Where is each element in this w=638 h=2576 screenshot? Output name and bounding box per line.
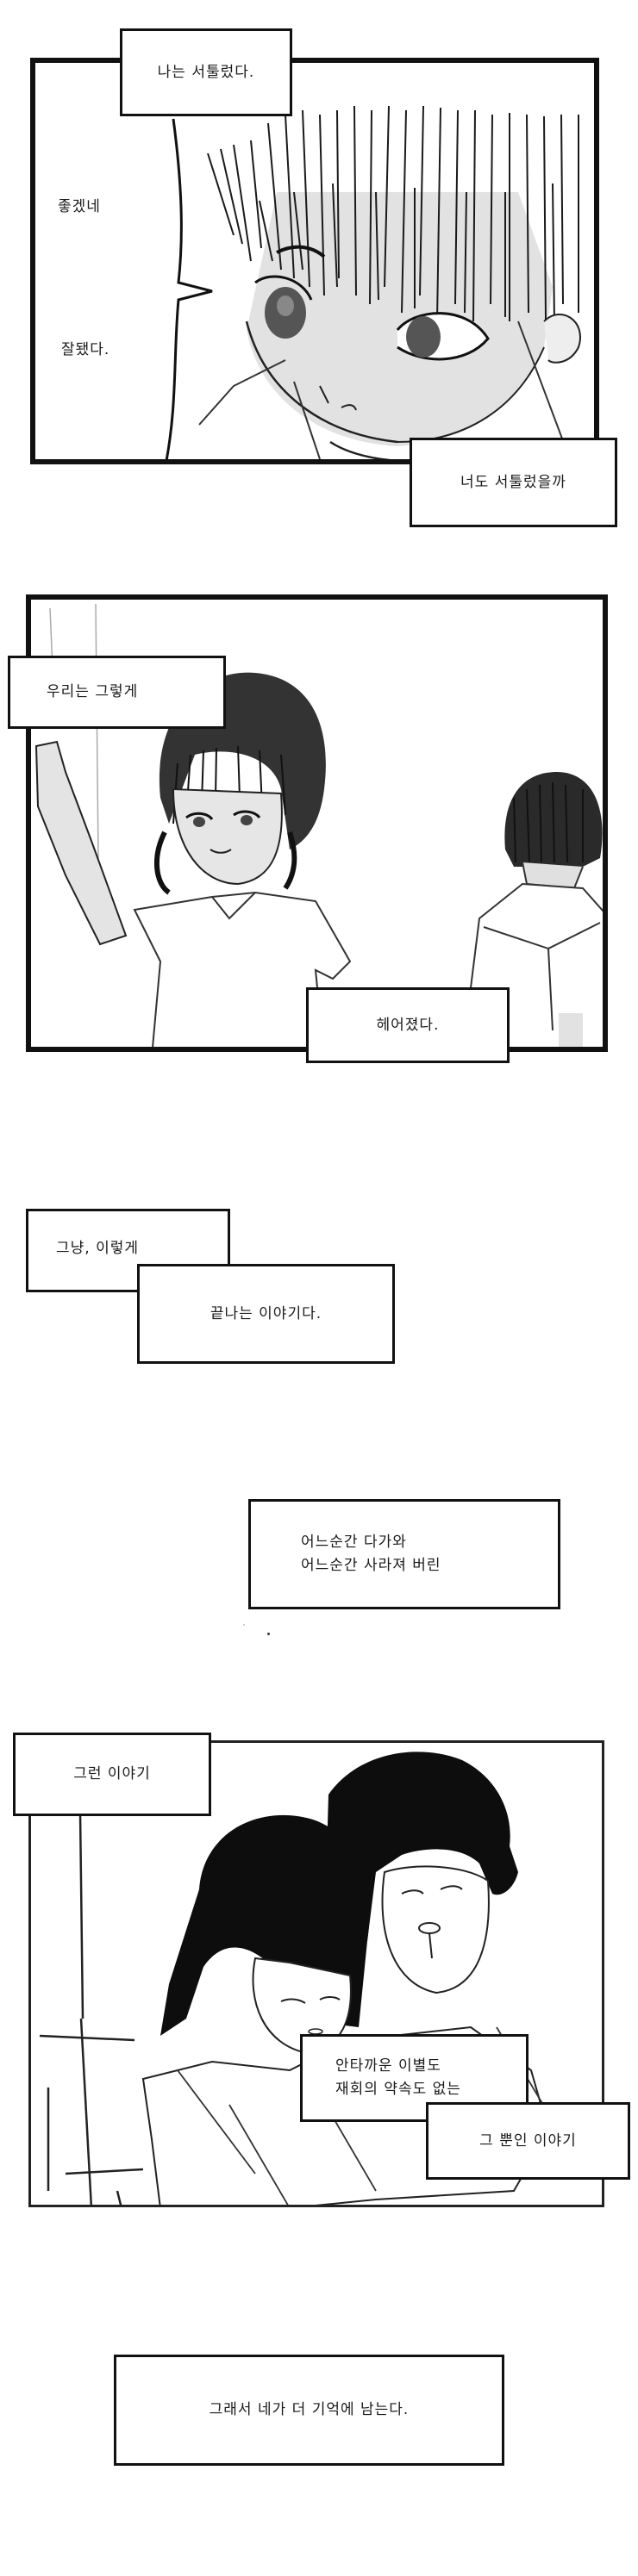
caption-box: 헤어졌다. [306, 987, 510, 1063]
speech-line-1: 좋겠네 [58, 198, 101, 215]
panel-1: 좋겠네 잘됐다. [30, 58, 599, 464]
caption-box: 그 뿐인 이야기 [426, 2102, 630, 2180]
caption-box: 나는 서툴렀다. [120, 28, 292, 116]
caption-box: 그런 이야기 [13, 1733, 211, 1816]
ink-speck [267, 1633, 270, 1635]
caption-box: 그래서 네가 더 기억에 남는다. [114, 2355, 504, 2466]
caption-box: 너도 서툴렀을까 [410, 438, 617, 527]
caption-box: 우리는 그렇게 [8, 656, 226, 729]
speech-line-2: 잘됐다. [61, 341, 110, 358]
boy-closeup-illustration [165, 105, 581, 459]
caption-box: 끝나는 이야기다. [137, 1264, 395, 1364]
ink-speck [243, 1624, 245, 1626]
caption-box: 어느순간 다가와 어느순간 사라져 버린 [248, 1499, 560, 1609]
